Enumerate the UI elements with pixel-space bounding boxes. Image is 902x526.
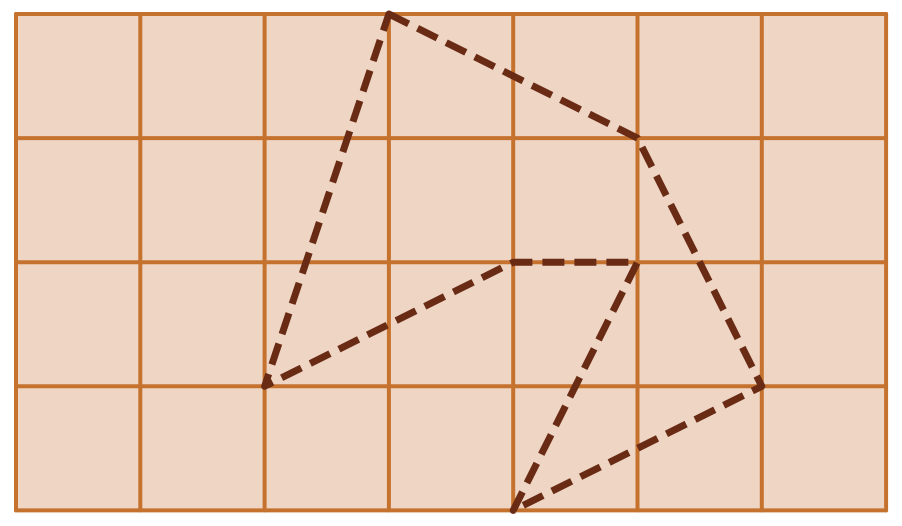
- grid-lines: [14, 12, 889, 513]
- dashed-polygon: [261, 10, 766, 514]
